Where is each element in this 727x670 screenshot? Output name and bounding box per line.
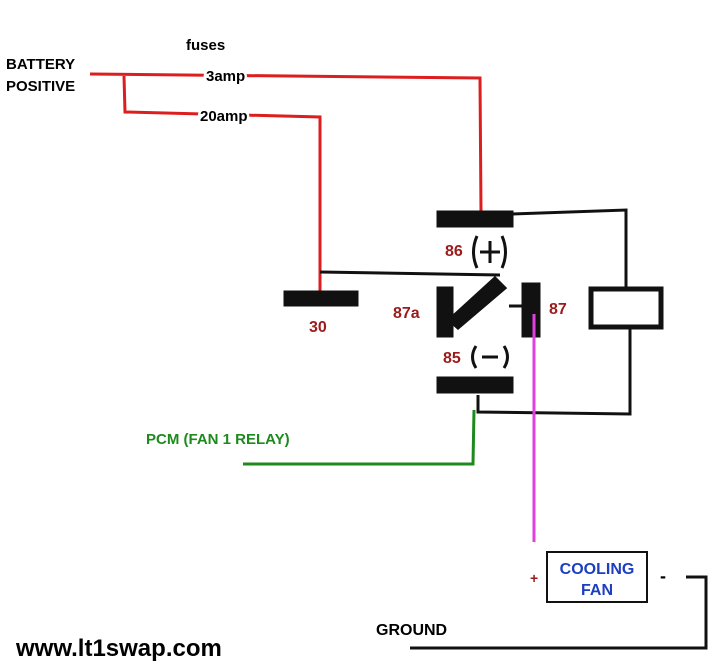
terminal-86 <box>436 210 514 228</box>
pin-87-label: 87 <box>549 301 567 318</box>
fuse-20amp-label: 20amp <box>200 108 248 125</box>
contact-87a <box>436 286 454 338</box>
fan-plus-label: + <box>530 570 538 586</box>
minus-symbol <box>471 345 509 369</box>
wire-20amp-to-30 <box>122 75 322 297</box>
pin-30-label: 30 <box>309 319 327 336</box>
pin-86-label: 86 <box>445 243 463 260</box>
fan-label-line2: FAN <box>581 582 613 599</box>
fan-minus-label: - <box>660 566 666 586</box>
pcm-wire <box>243 409 476 466</box>
ground-wire <box>410 575 708 650</box>
switch-blade <box>446 275 508 330</box>
website-label: www.lt1swap.com <box>15 635 222 662</box>
coil-box <box>588 286 664 330</box>
plus-symbol <box>472 235 507 269</box>
fuse-3amp-label: 3amp <box>206 68 245 85</box>
pin-87a-label: 87a <box>393 305 420 322</box>
pcm-label: PCM (FAN 1 RELAY) <box>146 431 290 448</box>
contact-87 <box>521 282 541 338</box>
coil-bottom-wire <box>476 327 632 416</box>
relay-body <box>283 208 664 416</box>
battery-label-line2: POSITIVE <box>6 78 75 95</box>
wire-3amp-to-86 <box>89 72 483 213</box>
terminal-85 <box>436 376 514 394</box>
cooling-fan-box <box>546 551 648 603</box>
fan-label-line1: COOLING <box>560 561 635 578</box>
fuses-label: fuses <box>186 37 225 54</box>
battery-label-line1: BATTERY <box>6 56 75 73</box>
battery-positive-wires <box>89 72 483 297</box>
common-line <box>319 270 501 277</box>
ground-label: GROUND <box>376 622 447 639</box>
coil-top-wire <box>511 208 628 289</box>
terminal-30 <box>283 290 359 307</box>
pin-85-label: 85 <box>443 350 461 367</box>
